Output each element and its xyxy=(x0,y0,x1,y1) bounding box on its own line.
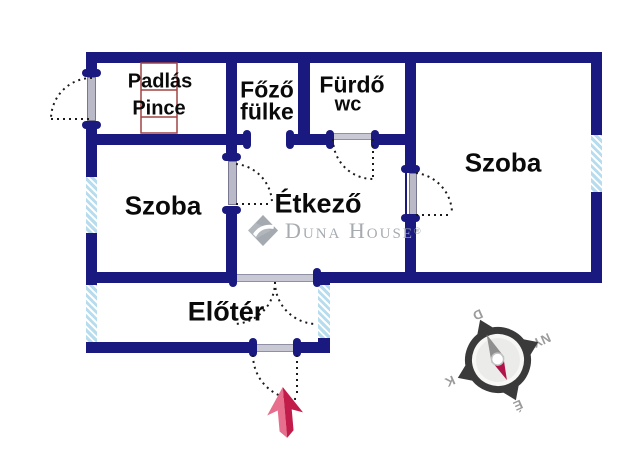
registered-mark: ® xyxy=(413,225,421,236)
room-label-eloter: Előtér xyxy=(187,296,265,327)
wall-cap xyxy=(222,206,241,214)
window-eloter-right xyxy=(318,285,330,338)
door-leaf-szoba-right xyxy=(409,173,417,216)
door-lintel-entrance xyxy=(253,344,297,352)
wall-cap xyxy=(286,130,294,149)
room-label-padlas: Padlás xyxy=(127,70,193,93)
compass-east-label: K xyxy=(442,372,458,391)
door-arc-szoba-left xyxy=(235,163,274,205)
door-arc-szoba-right xyxy=(415,172,454,216)
room-label-fulke: fülke xyxy=(240,98,294,125)
wall-cap xyxy=(82,121,101,129)
room-label-szoba-left: Szoba xyxy=(124,190,202,221)
wall-cap xyxy=(222,153,241,161)
door-lintel-furdo xyxy=(330,133,376,140)
duna-house-diamond-icon xyxy=(248,215,278,246)
room-label-szoba-right: Szoba xyxy=(464,147,542,178)
room-label-etkezo: Étkező xyxy=(274,188,362,219)
wall-cap xyxy=(326,130,334,149)
room-label-pince: Pince xyxy=(132,97,186,120)
door-arc-entrance xyxy=(252,354,298,400)
wall-cap xyxy=(401,165,420,173)
wall-mid-right-segment xyxy=(375,134,416,145)
entrance-arrow-icon xyxy=(267,387,304,438)
wall-bottom-right-segment xyxy=(317,272,602,283)
wall-eloter-bottom-left xyxy=(86,342,253,353)
window-szoba-right xyxy=(591,135,602,192)
watermark-brand-text: Duna House xyxy=(285,217,414,243)
window-eloter-left xyxy=(86,285,97,342)
wall-exterior-top xyxy=(86,52,602,63)
wall-cap xyxy=(82,69,101,77)
window-szoba-left xyxy=(86,177,97,233)
door-leaf-padlas-exterior xyxy=(87,77,96,121)
wall-cap xyxy=(371,130,379,149)
wall-divider-fozo-furdo xyxy=(298,52,310,145)
wall-cap xyxy=(249,338,257,357)
brand-watermark: Duna House ® xyxy=(247,214,421,247)
wall-eloter-bottom-right xyxy=(297,342,330,353)
wall-mid-left-segment xyxy=(86,134,247,145)
compass-rose: É D K NY xyxy=(425,287,570,432)
wall-cap xyxy=(229,268,237,287)
wall-cap xyxy=(313,268,321,287)
room-label-wc: wc xyxy=(334,93,362,116)
door-leaf-szoba-left xyxy=(228,161,237,205)
room-label-fozo: Főző xyxy=(240,76,294,103)
wall-mid-center-segment xyxy=(290,134,330,145)
wall-cap xyxy=(243,130,251,149)
compass-needle-icon xyxy=(486,334,507,381)
wall-cap xyxy=(293,338,301,357)
door-lintel-eloter-top xyxy=(233,274,317,282)
door-arc-furdo xyxy=(332,138,374,180)
wall-cap xyxy=(401,214,420,222)
passage-opening-fozo xyxy=(247,134,290,145)
room-label-furdo: Fürdő xyxy=(319,71,385,98)
wall-bottom-left-segment xyxy=(86,272,233,283)
